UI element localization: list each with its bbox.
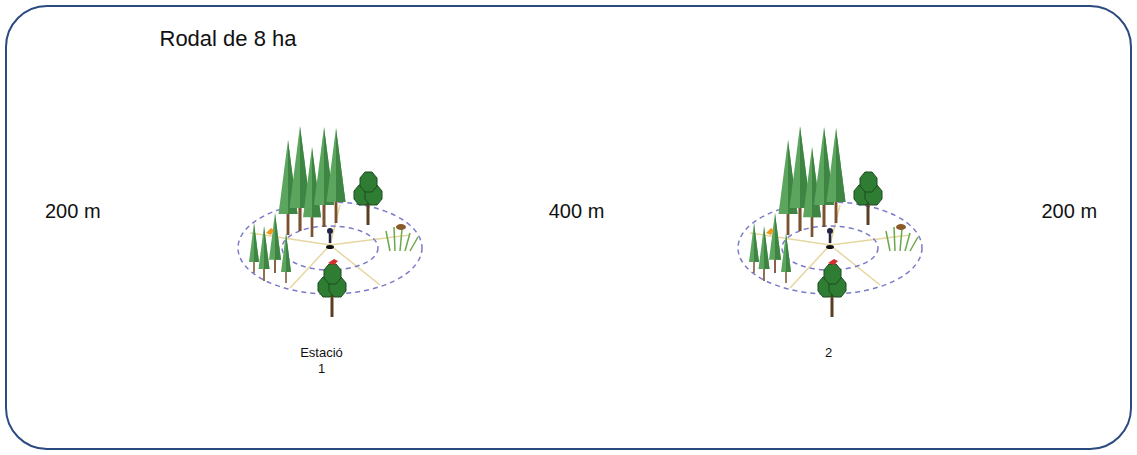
station-circle: 2: [649, 51, 1009, 411]
distance-label-slot: 200 m: [45, 200, 101, 223]
station-illustration: [730, 123, 930, 323]
distance-label: 200 m: [1041, 200, 1097, 223]
station-circle: Estació 1: [139, 48, 505, 414]
text-slot: 2: [804, 345, 854, 361]
station-label: Estació 1: [297, 345, 347, 378]
distance-line: [7, 229, 139, 232]
station-disc: [650, 52, 1008, 410]
text-slot: Rodal de 8 ha: [160, 25, 460, 53]
distance-label-slot: 200 m: [1041, 200, 1097, 223]
station-label: 2: [804, 345, 854, 361]
distance-label-slot: 400 m: [549, 200, 605, 223]
stand-title: Rodal de 8 ha: [160, 25, 460, 53]
text-slot: Estació 1: [297, 345, 347, 378]
watermark-band: [560, 20, 630, 440]
station-disc: [140, 49, 504, 413]
distance-line: [505, 229, 649, 232]
distance-label: 200 m: [45, 200, 101, 223]
station-illustration: [230, 123, 430, 323]
stand-boundary: Rodal de 8 ha Estació 1 2: [5, 5, 1132, 450]
distance-line: [1009, 229, 1131, 232]
distance-label: 400 m: [549, 200, 605, 223]
